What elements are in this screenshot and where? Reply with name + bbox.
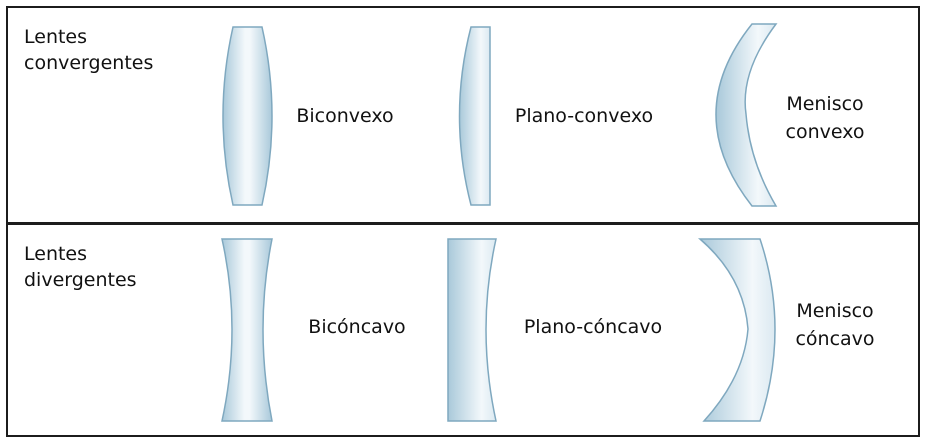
converging-lenses-panel: Lentes convergentes Biconvexo Plano-conv… — [6, 6, 920, 224]
plano-convex-lens-shape — [458, 26, 491, 206]
plano-concave-label: Plano-cóncavo — [523, 316, 663, 338]
biconvex-lens-shape — [222, 26, 273, 206]
diverging-lenses-panel: Lentes divergentes Bicóncavo Plano-cónca… — [6, 223, 920, 437]
plano-convex-label: Plano-convexo — [514, 105, 654, 127]
convex-meniscus-label: Menisco convexo — [785, 93, 865, 143]
plano-concave-lens-shape — [447, 238, 497, 422]
concave-meniscus-lens-shape — [697, 238, 776, 422]
diverging-group-title: Lentes divergentes — [24, 243, 137, 291]
biconvex-label: Biconvexo — [296, 105, 394, 127]
concave-meniscus-label: Menisco cóncavo — [795, 300, 875, 350]
biconcave-label: Bicóncavo — [308, 316, 406, 338]
converging-group-title: Lentes convergentes — [24, 26, 154, 74]
biconcave-lens-shape — [221, 238, 273, 422]
convex-meniscus-lens-shape — [715, 23, 778, 207]
